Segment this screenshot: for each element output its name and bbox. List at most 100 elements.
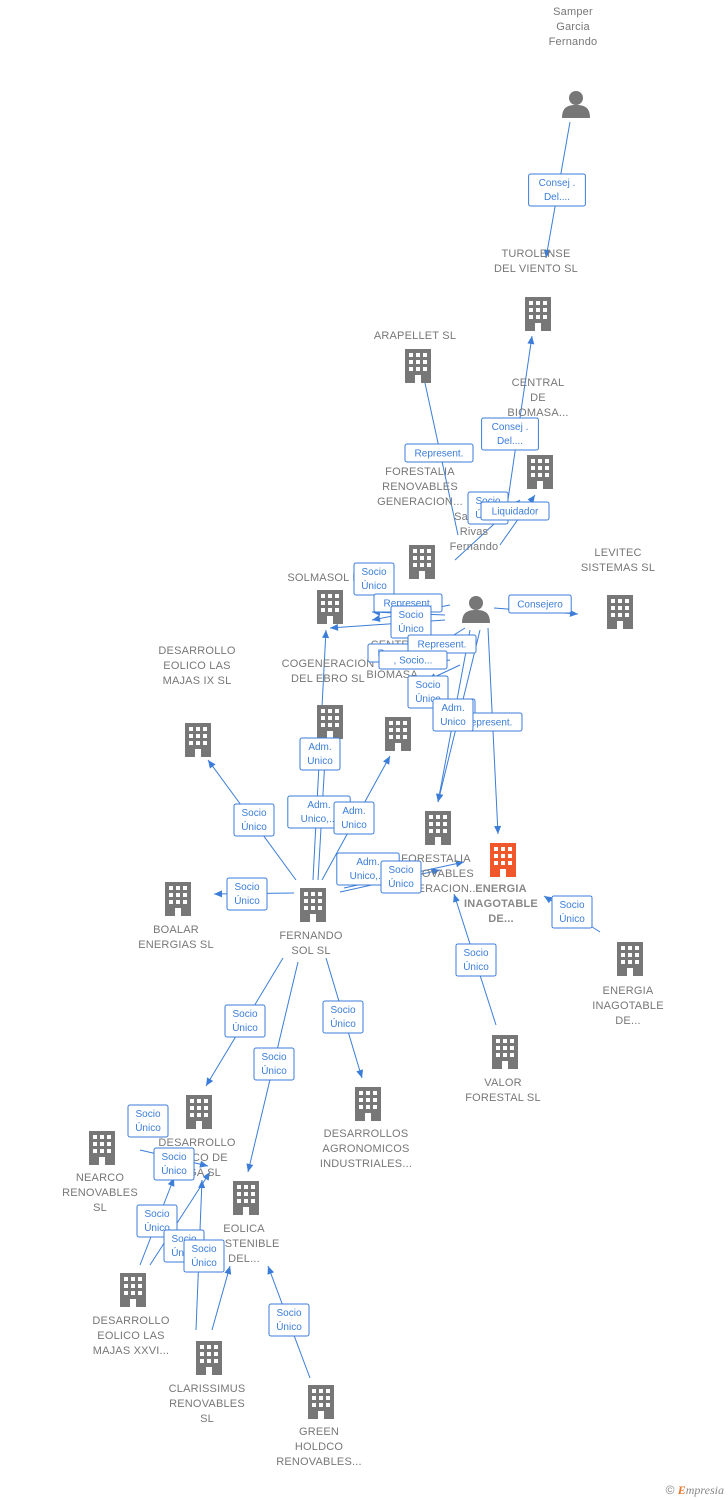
node-label-line: RENOVABLES [382, 481, 458, 493]
building-icon [525, 297, 551, 331]
edge-label-text: Único [232, 1021, 258, 1034]
node-label-line: DE... [615, 1015, 640, 1027]
edge-label-e1[interactable]: Consej .Del.... [528, 173, 586, 207]
node-green-holdco[interactable]: GREENHOLDCORENOVABLES... [276, 1385, 362, 1468]
node-label-line: CLARISSIMUS [169, 1383, 246, 1395]
edge-label-box [183, 1239, 225, 1273]
node-label-line: DEL... [228, 1253, 260, 1265]
edge-arrowhead [224, 1266, 232, 1275]
edge-label-e3[interactable]: Consej .Del.... [481, 417, 539, 451]
edge-label-e5[interactable]: Liquidador [480, 501, 550, 521]
node-central-biomasa-top[interactable]: CENTRALDEBIOMASA... [507, 377, 568, 489]
edge-label-text: Único [388, 877, 414, 890]
node-solmasol[interactable]: SOLMASOL I SL [287, 572, 372, 624]
edge-label-text: Único [261, 1064, 287, 1077]
edge-label-text: Único [463, 960, 489, 973]
edge-label-e16[interactable]: Adm.Unico [432, 698, 474, 732]
edge-arrowhead [436, 793, 444, 802]
node-energia-focus[interactable]: ENERGIAINAGOTABLEDE... [464, 843, 538, 925]
edge-label-text: Socio [234, 882, 259, 893]
edge-label-text: Único [276, 1320, 302, 1333]
edge-label-box [136, 1204, 178, 1238]
building-icon [196, 1341, 222, 1375]
edge-label-text: Socio [161, 1152, 186, 1163]
edge-label-text: Único [398, 622, 424, 635]
node-label-line: BIOMASA... [507, 407, 568, 419]
node-label-line: ENERGIA [603, 985, 654, 997]
edge-arrowhead [202, 1172, 210, 1181]
node-forestalia-top[interactable]: FORESTALIARENOVABLESGENERACION... [377, 466, 463, 579]
node-label-line: DE... [488, 913, 513, 925]
edge-label-text: Socio [415, 680, 440, 691]
node-label-line: ENERGIAS SL [138, 939, 214, 951]
building-icon [185, 723, 211, 757]
building-icon [120, 1273, 146, 1307]
edge-label-text: Adm. [356, 857, 379, 868]
edge-label-text: Socio [463, 948, 488, 959]
footer-brand[interactable]: © Empresia [666, 1483, 724, 1498]
edge-label-text: Único [330, 1017, 356, 1030]
edge-label-box [233, 803, 275, 837]
node-label-line: DE [530, 392, 546, 404]
edge-label-e20[interactable]: Adm.Unico [333, 801, 375, 835]
node-label-line: NEARCO [76, 1172, 125, 1184]
person-icon [562, 91, 590, 118]
edge-arrowhead [198, 1180, 206, 1189]
edge-label-text: Socio [135, 1109, 160, 1120]
node-energia-right[interactable]: ENERGIAINAGOTABLEDE... [592, 942, 664, 1027]
edge-label-e2[interactable]: Represent. [404, 443, 474, 463]
node-samper-rivas[interactable]: SamperRivasFernando [450, 511, 499, 623]
edge-label-e12[interactable]: , Socio... [378, 650, 448, 670]
edge-label-text: Consej . [492, 422, 529, 433]
edge-label-text: Socio [398, 610, 423, 621]
edge-label-text: Único [361, 579, 387, 592]
building-icon [405, 349, 431, 383]
node-desarrollos-agro[interactable]: DESARROLLOSAGRONOMICOSINDUSTRIALES... [320, 1087, 412, 1170]
edge-label-text: Represent. [384, 599, 433, 610]
node-eolica-sostenible[interactable]: EOLICASOSTENIBLEDEL... [208, 1181, 279, 1265]
edge-label-e6[interactable]: Consejero [508, 594, 572, 614]
edge-label-box [322, 1000, 364, 1034]
edge-label-text: Adm. [342, 806, 365, 817]
edge-arrowhead [383, 756, 390, 765]
edge-label-text: Único [191, 1256, 217, 1269]
node-label-line: TUROLENSE [501, 248, 570, 260]
building-icon [233, 1181, 259, 1215]
edge-label-e19[interactable]: Adm.Unico [299, 737, 341, 771]
node-label-line: MAJAS XXVI... [93, 1345, 170, 1357]
node-arapellet[interactable]: ARAPELLET SL [374, 330, 456, 383]
edge-label-e11[interactable]: Represent. [407, 634, 477, 654]
node-label-line: ENERGIA [475, 883, 527, 895]
person-icon [462, 596, 490, 623]
building-icon [527, 455, 553, 489]
edge-label-text: Socio [171, 1234, 196, 1245]
building-icon [317, 705, 343, 739]
edge-arrowhead [322, 630, 330, 639]
